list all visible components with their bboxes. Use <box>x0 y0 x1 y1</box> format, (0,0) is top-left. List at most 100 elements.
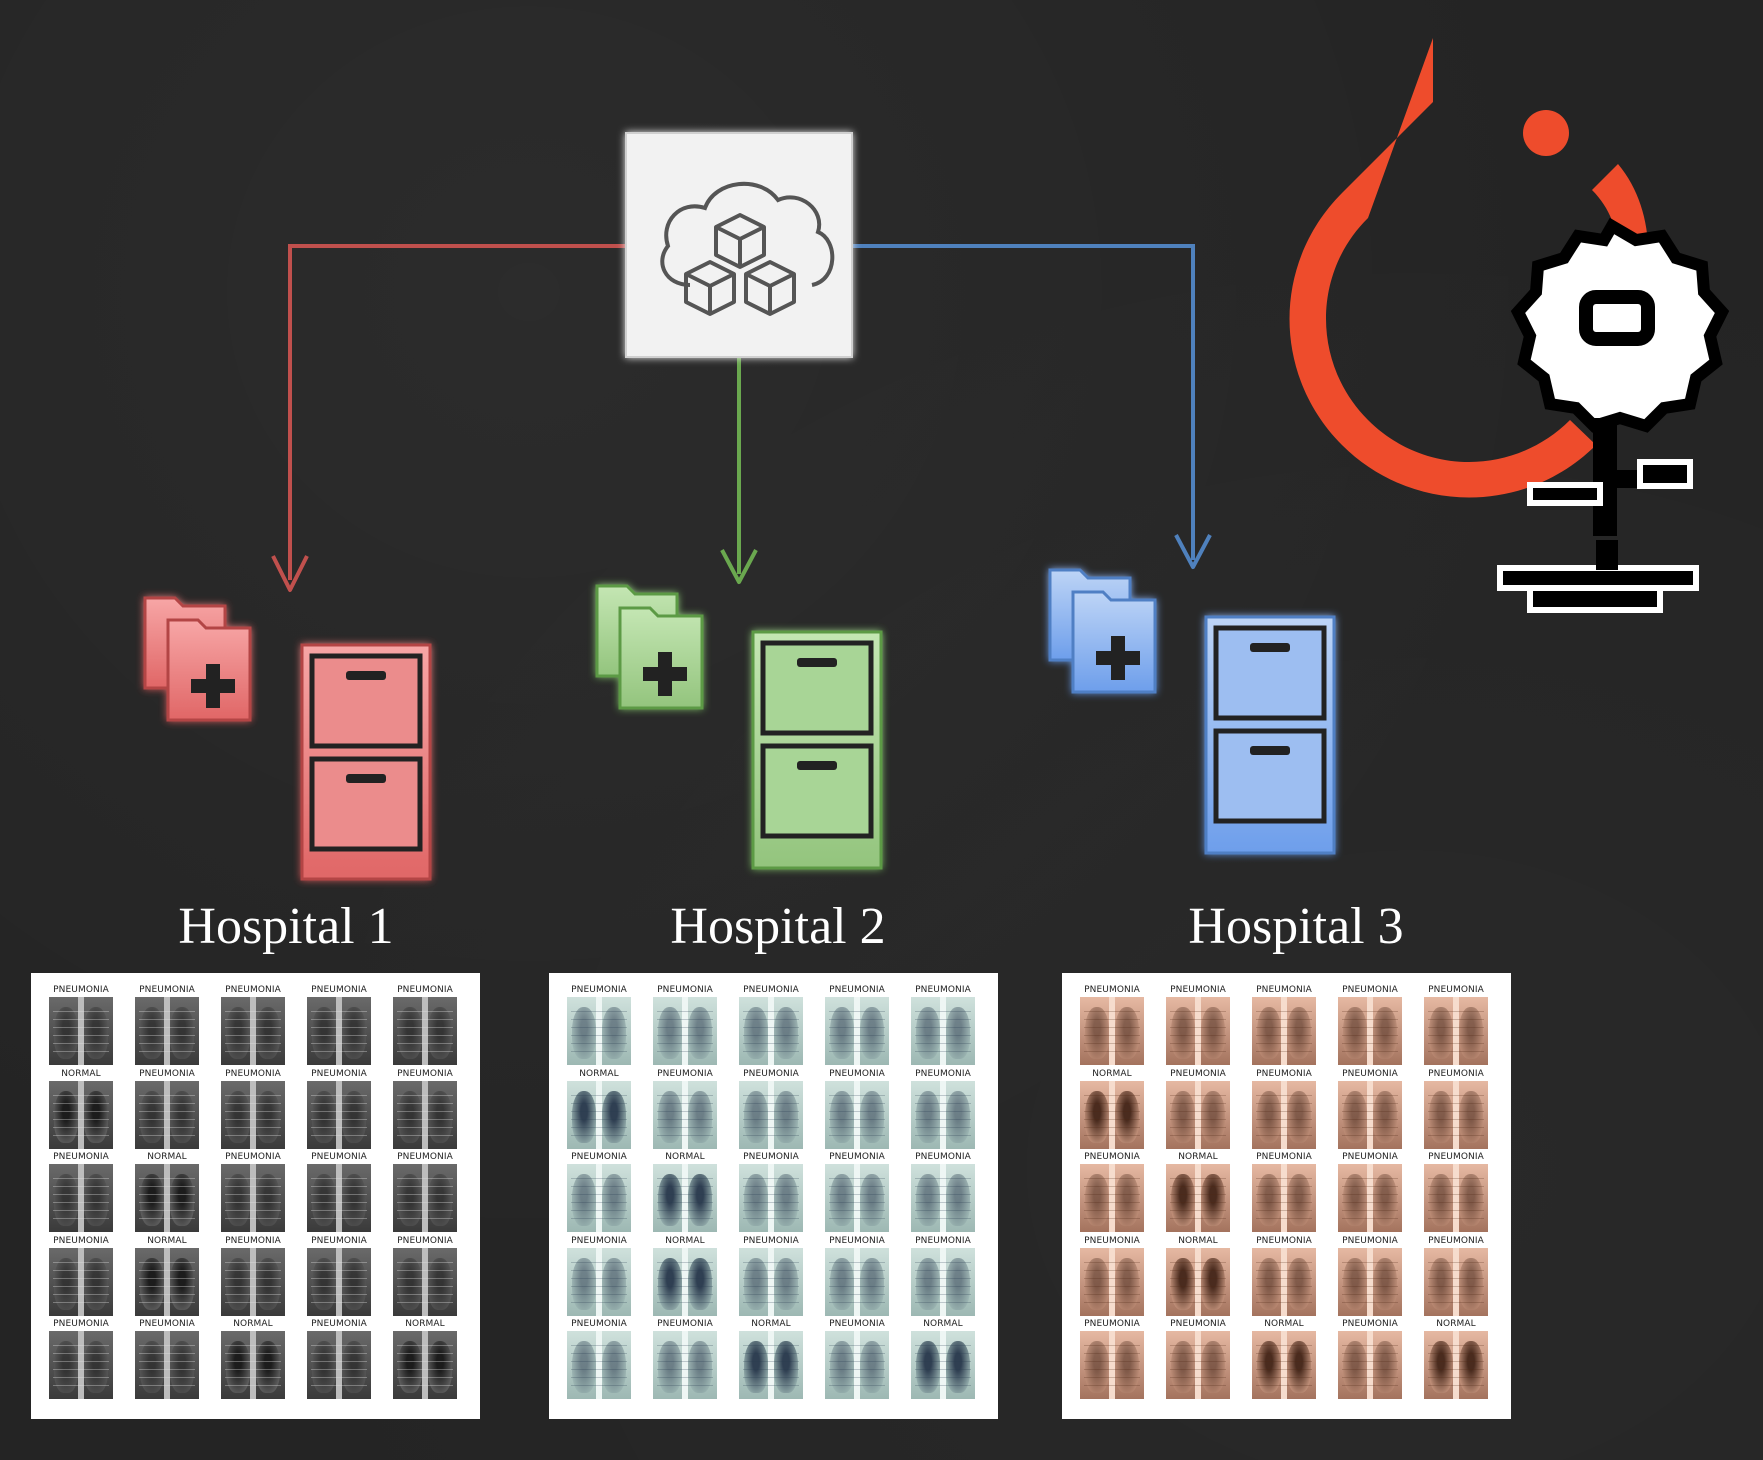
chest-xray-image <box>653 1247 717 1316</box>
flower-logo <box>1497 217 1730 613</box>
xray-class-label: PNEUMONIA <box>915 1152 971 1162</box>
xray-thumbnail: PNEUMONIA <box>41 1317 121 1401</box>
xray-class-label: NORMAL <box>665 1235 705 1246</box>
xray-thumbnail: PNEUMONIA <box>731 1067 811 1151</box>
xray-thumbnail: PNEUMONIA <box>645 1067 725 1151</box>
xray-thumbnail: PNEUMONIA <box>385 1067 465 1151</box>
chest-xray-image <box>825 1331 889 1399</box>
chest-xray-image <box>825 997 889 1065</box>
xray-class-label: NORMAL <box>61 1068 101 1079</box>
chest-xray-image <box>825 1247 889 1316</box>
xray-class-label: PNEUMONIA <box>743 1152 799 1162</box>
xray-class-label: PNEUMONIA <box>1342 985 1398 995</box>
xray-thumbnail: PNEUMONIA <box>817 1067 897 1151</box>
xray-thumbnail: PNEUMONIA <box>1330 1234 1410 1318</box>
xray-thumbnail: NORMAL <box>213 1317 293 1401</box>
chest-xray-image <box>739 1247 803 1316</box>
chest-xray-image <box>1166 1247 1230 1316</box>
chest-xray-image <box>825 1080 889 1149</box>
chest-xray-image <box>307 1247 371 1316</box>
chest-xray-image <box>911 1247 975 1316</box>
xray-thumbnail: PNEUMONIA <box>385 983 465 1067</box>
chest-xray-image <box>1252 1331 1316 1399</box>
xray-class-label: PNEUMONIA <box>1342 1319 1398 1329</box>
hospital-3-label: Hospital 3 <box>1188 898 1404 955</box>
xray-class-label: PNEUMONIA <box>311 1068 367 1079</box>
xray-thumbnail: PNEUMONIA <box>645 983 725 1067</box>
xray-class-label: PNEUMONIA <box>743 1068 799 1079</box>
xray-class-label: NORMAL <box>147 1235 187 1246</box>
chest-xray-image <box>739 1080 803 1149</box>
xray-thumbnail: PNEUMONIA <box>817 983 897 1067</box>
chest-xray-image <box>49 1080 113 1149</box>
xray-thumbnail: PNEUMONIA <box>127 1067 207 1151</box>
xray-class-label: PNEUMONIA <box>1428 985 1484 995</box>
xray-class-label: NORMAL <box>405 1319 445 1329</box>
xray-thumbnail: PNEUMONIA <box>903 1067 983 1151</box>
chest-xray-image <box>653 1331 717 1399</box>
filing-cabinet-icon <box>751 630 883 870</box>
hospital-1-label: Hospital 1 <box>178 898 394 955</box>
xray-thumbnail: PNEUMONIA <box>559 1317 639 1401</box>
xray-class-label: PNEUMONIA <box>53 1235 109 1246</box>
xray-class-label: NORMAL <box>1264 1319 1304 1329</box>
xray-class-label: PNEUMONIA <box>225 1152 281 1162</box>
chest-xray-image <box>1424 1331 1488 1399</box>
xray-thumbnail: PNEUMONIA <box>299 1150 379 1234</box>
xray-class-label: PNEUMONIA <box>829 1319 885 1329</box>
chest-xray-image <box>1080 1080 1144 1149</box>
xray-thumbnail: PNEUMONIA <box>1330 1150 1410 1234</box>
xray-class-label: PNEUMONIA <box>225 1068 281 1079</box>
xray-thumbnail: PNEUMONIA <box>1072 1317 1152 1401</box>
xray-thumbnail: NORMAL <box>41 1067 121 1151</box>
xray-thumbnail: PNEUMONIA <box>817 1150 897 1234</box>
xray-class-label: PNEUMONIA <box>1256 985 1312 995</box>
chest-xray-image <box>1338 1331 1402 1399</box>
xray-class-label: PNEUMONIA <box>1170 1068 1226 1079</box>
xray-thumbnail: PNEUMONIA <box>41 1234 121 1318</box>
chest-xray-image <box>567 1080 631 1149</box>
xray-thumbnail: NORMAL <box>1244 1317 1324 1401</box>
xray-thumbnail: PNEUMONIA <box>385 1150 465 1234</box>
xray-class-label: PNEUMONIA <box>53 1152 109 1162</box>
chest-xray-image <box>567 1247 631 1316</box>
xray-class-label: NORMAL <box>751 1319 791 1329</box>
xray-thumbnail: NORMAL <box>903 1317 983 1401</box>
xray-thumbnail: PNEUMONIA <box>41 983 121 1067</box>
xray-class-label: PNEUMONIA <box>397 1235 453 1246</box>
xray-thumbnail: NORMAL <box>731 1317 811 1401</box>
chest-xray-image <box>49 1331 113 1399</box>
xray-class-label: PNEUMONIA <box>571 985 627 995</box>
xray-class-label: PNEUMONIA <box>1256 1235 1312 1246</box>
xray-thumbnail: PNEUMONIA <box>385 1234 465 1318</box>
xray-thumbnail: NORMAL <box>385 1317 465 1401</box>
xray-thumbnail: PNEUMONIA <box>559 1234 639 1318</box>
chest-xray-image <box>1252 1164 1316 1232</box>
xray-class-label: PNEUMONIA <box>397 1068 453 1079</box>
xray-thumbnail: PNEUMONIA <box>213 983 293 1067</box>
xray-thumbnail: PNEUMONIA <box>731 983 811 1067</box>
xray-class-label: NORMAL <box>579 1068 619 1079</box>
chest-xray-image <box>393 1247 457 1316</box>
chest-xray-image <box>307 1080 371 1149</box>
xray-thumbnail: PNEUMONIA <box>903 1150 983 1234</box>
xray-thumbnail: PNEUMONIA <box>817 1234 897 1318</box>
xray-thumbnail: PNEUMONIA <box>127 1317 207 1401</box>
xray-class-label: PNEUMONIA <box>311 1235 367 1246</box>
medical-folder-icon <box>1048 568 1157 694</box>
xray-thumbnail: PNEUMONIA <box>1072 1150 1152 1234</box>
xray-thumbnail: PNEUMONIA <box>903 983 983 1067</box>
chest-xray-image <box>567 997 631 1065</box>
xray-class-label: PNEUMONIA <box>225 1235 281 1246</box>
xray-thumbnail: PNEUMONIA <box>1416 1067 1496 1151</box>
chest-xray-image <box>49 1247 113 1316</box>
xray-thumbnail: PNEUMONIA <box>1330 1317 1410 1401</box>
chest-xray-image <box>393 1164 457 1232</box>
xray-thumbnail: NORMAL <box>1072 1067 1152 1151</box>
xray-class-label: PNEUMONIA <box>1170 985 1226 995</box>
xray-class-label: PNEUMONIA <box>1084 1235 1140 1246</box>
xray-class-label: NORMAL <box>1436 1319 1476 1329</box>
chest-xray-image <box>1080 1331 1144 1399</box>
